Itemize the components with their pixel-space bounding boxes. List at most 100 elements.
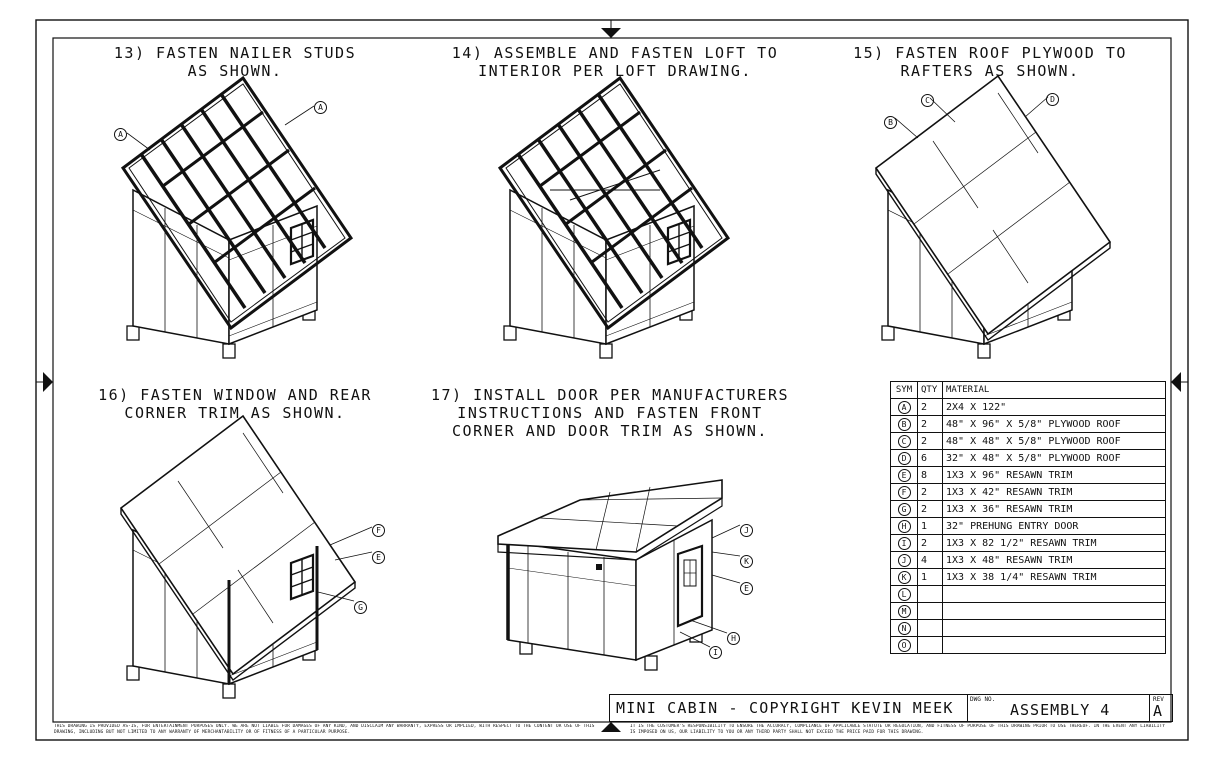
material-qty: 6 — [917, 449, 943, 467]
sym-circle: L — [897, 587, 911, 601]
sym-circle: M — [897, 604, 911, 618]
callout-circle: G — [354, 601, 367, 614]
material-qty: 1 — [917, 517, 943, 535]
material-table-header: SYM QTY MATERIAL — [890, 381, 1166, 399]
material-qty: 2 — [917, 415, 943, 433]
callout-k: K — [740, 549, 753, 568]
material-qty: 4 — [917, 551, 943, 569]
callout-i: I — [709, 640, 722, 659]
cabin-illustration-step17 — [497, 479, 723, 671]
material-desc: 1X3 X 42" RESAWN TRIM — [942, 483, 1166, 501]
step-16-title: 16) FASTEN WINDOW AND REAR CORNER TRIM A… — [98, 386, 372, 422]
callout-circle: H — [727, 632, 740, 645]
callout-h: H — [727, 626, 740, 645]
callout-circle: J — [740, 524, 753, 537]
divider — [967, 695, 968, 721]
dwg-no-label: DWG NO. — [970, 696, 996, 703]
material-desc — [942, 585, 1166, 603]
step-15-title: 15) FASTEN ROOF PLYWOOD TO RAFTERS AS SH… — [853, 44, 1127, 80]
rev-label: REV — [1153, 696, 1164, 703]
material-desc — [942, 636, 1166, 654]
material-qty: 2 — [917, 432, 943, 450]
callout-circle: A — [114, 128, 127, 141]
title-block: MINI CABIN - COPYRIGHT KEVIN MEEK DWG NO… — [609, 694, 1173, 722]
sym-circle: O — [897, 638, 911, 652]
material-sym: J — [890, 551, 918, 569]
material-desc: 32" PREHUNG ENTRY DOOR — [942, 517, 1166, 535]
header-sym: SYM — [890, 381, 918, 399]
material-sym: N — [890, 619, 918, 637]
material-desc: 1X3 X 38 1/4" RESAWN TRIM — [942, 568, 1166, 586]
material-desc: 1X3 X 82 1/2" RESAWN TRIM — [942, 534, 1166, 552]
sym-circle: G — [897, 502, 911, 516]
material-sym: M — [890, 602, 918, 620]
sym-circle: J — [897, 553, 911, 567]
material-sym: F — [890, 483, 918, 501]
material-desc — [942, 619, 1166, 637]
callout-circle: E — [372, 551, 385, 564]
material-row: L — [890, 585, 1166, 603]
material-row: M — [890, 602, 1166, 620]
step-13-title: 13) FASTEN NAILER STUDS AS SHOWN. — [113, 44, 357, 80]
callout-circle: C — [921, 94, 934, 107]
material-sym: D — [890, 449, 918, 467]
material-sym: B — [890, 415, 918, 433]
material-qty: 2 — [917, 398, 943, 416]
callout-circle: F — [372, 524, 385, 537]
sym-circle: K — [897, 570, 911, 584]
material-sym: H — [890, 517, 918, 535]
material-qty: 2 — [917, 500, 943, 518]
callout-leaders — [126, 96, 1049, 648]
material-sym: I — [890, 534, 918, 552]
material-desc: 1X3 X 96" RESAWN TRIM — [942, 466, 1166, 484]
rev-value: A — [1153, 702, 1163, 720]
material-sym: L — [890, 585, 918, 603]
material-qty — [917, 585, 943, 603]
disclaimer-left: THIS DRAWING IS PROVIDED AS-IS, FOR ENTE… — [54, 724, 595, 735]
material-desc: 1X3 X 48" RESAWN TRIM — [942, 551, 1166, 569]
material-desc: 1X3 X 36" RESAWN TRIM — [942, 500, 1166, 518]
material-qty: 1 — [917, 568, 943, 586]
callout-circle: E — [740, 582, 753, 595]
material-row: N — [890, 619, 1166, 637]
callout-circle: A — [314, 101, 327, 114]
disclaimer-right: IT IS THE CUSTOMER'S RESPONSIBILITY TO E… — [630, 724, 1165, 735]
material-qty: 2 — [917, 534, 943, 552]
material-desc: 32" X 48" X 5/8" PLYWOOD ROOF — [942, 449, 1166, 467]
header-qty: QTY — [917, 381, 943, 399]
callout-g: G — [354, 595, 367, 614]
sym-circle: I — [897, 536, 911, 550]
material-sym: O — [890, 636, 918, 654]
step-14-title: 14) ASSEMBLE AND FASTEN LOFT TO INTERIOR… — [451, 44, 779, 80]
sym-circle: B — [897, 417, 911, 431]
callout-circle: K — [740, 555, 753, 568]
cabin-illustration-step16 — [120, 415, 356, 699]
callout-e-16: E — [372, 545, 385, 564]
material-qty — [917, 619, 943, 637]
cabin-illustration-step14 — [498, 76, 730, 359]
divider — [1149, 695, 1150, 721]
sym-circle: F — [897, 485, 911, 499]
material-sym: E — [890, 466, 918, 484]
callout-j: J — [740, 518, 753, 537]
sym-circle: C — [897, 434, 911, 448]
header-material: MATERIAL — [942, 381, 1166, 399]
callout-a-left: A — [114, 122, 127, 141]
sym-circle: E — [897, 468, 911, 482]
material-sym: A — [890, 398, 918, 416]
cabin-illustration-step13 — [121, 76, 353, 359]
material-desc: 2X4 X 122" — [942, 398, 1166, 416]
